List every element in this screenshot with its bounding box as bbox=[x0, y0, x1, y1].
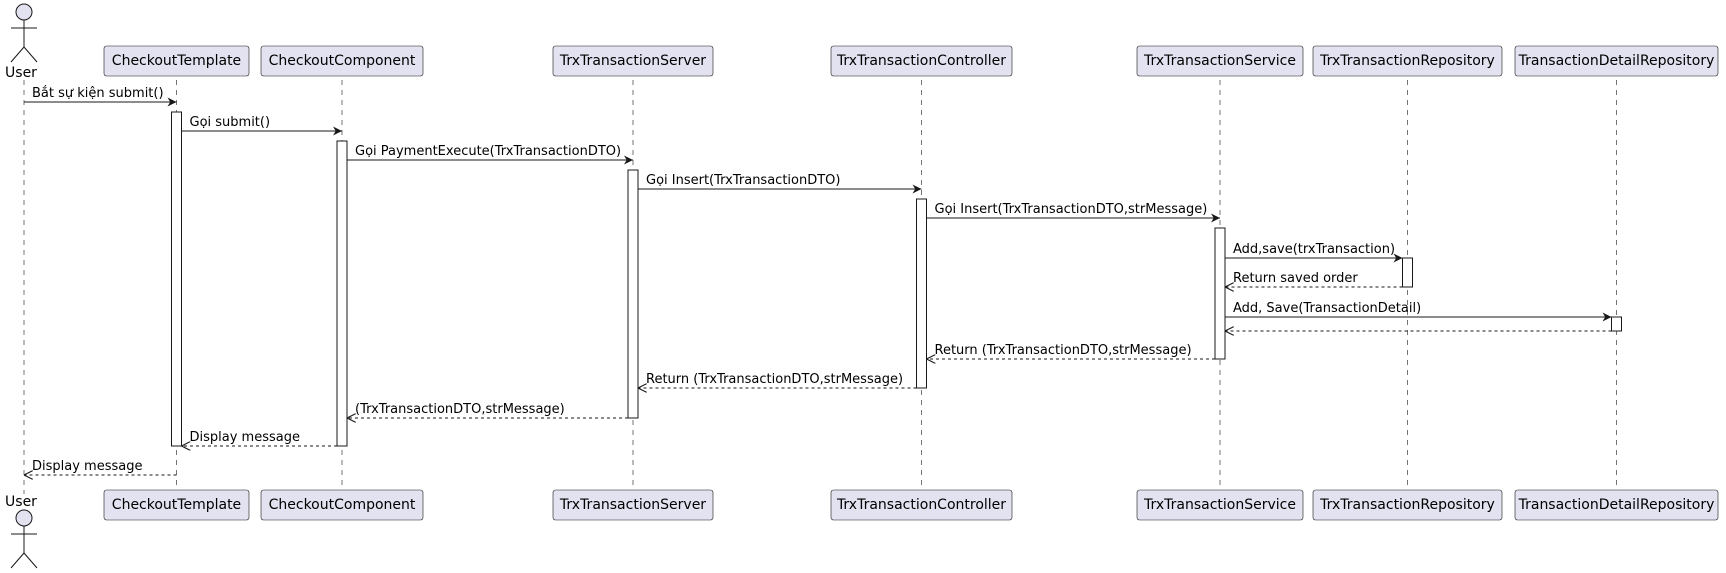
participant-trx-transaction-server-top: TrxTransactionServer bbox=[552, 45, 714, 77]
message-4-label: Gọi Insert(TrxTransactionDTO) bbox=[646, 173, 840, 188]
message-7-label: Return saved order bbox=[1233, 271, 1358, 286]
participant-box bbox=[1136, 45, 1304, 77]
participant-trx-transaction-service-bottom: TrxTransactionService bbox=[1136, 489, 1304, 521]
participant-name: TrxTransactionService bbox=[1143, 53, 1296, 69]
participant-name: CheckoutComponent bbox=[269, 53, 416, 69]
participant-box bbox=[260, 489, 424, 521]
transaction-detail-repository-activation-bar bbox=[1611, 316, 1622, 332]
participant-box bbox=[1514, 45, 1719, 77]
participant-checkout-template-top: CheckoutTemplate bbox=[103, 45, 250, 77]
participant-trx-transaction-controller-bottom: TrxTransactionController bbox=[830, 489, 1013, 521]
participant-name: TransactionDetailRepository bbox=[1518, 53, 1715, 69]
message-8-label: Add, Save(TransactionDetail) bbox=[1233, 301, 1421, 316]
participant-box bbox=[830, 489, 1013, 521]
participant-name: TrxTransactionRepository bbox=[1319, 53, 1495, 69]
participant-name: CheckoutTemplate bbox=[112, 53, 241, 69]
user-actor-top-label: User bbox=[5, 65, 37, 81]
message-3-label: Gọi PaymentExecute(TrxTransactionDTO) bbox=[355, 144, 621, 159]
user-actor-top-icon bbox=[10, 3, 38, 63]
message-6-label: Add,save(trxTransaction) bbox=[1233, 242, 1395, 257]
participant-trx-transaction-repository-top: TrxTransactionRepository bbox=[1312, 45, 1503, 77]
message-2-label: Gọi submit() bbox=[190, 115, 271, 130]
participant-name: TrxTransactionRepository bbox=[1319, 497, 1495, 513]
trx-transaction-repository-activation-bar bbox=[1402, 257, 1413, 288]
checkout-template-activation-bar bbox=[171, 111, 182, 447]
participant-trx-transaction-server-bottom: TrxTransactionServer bbox=[552, 489, 714, 521]
trx-transaction-server-activation-bar bbox=[627, 169, 639, 419]
participant-name: TrxTransactionService bbox=[1143, 497, 1296, 513]
message-12-label: (TrxTransactionDTO,strMessage) bbox=[355, 402, 565, 417]
participant-name: TrxTransactionController bbox=[836, 53, 1006, 69]
participant-box bbox=[260, 45, 424, 77]
participant-transaction-detail-repository-bottom: TransactionDetailRepository bbox=[1514, 489, 1719, 521]
message-11-label: Return (TrxTransactionDTO,strMessage) bbox=[646, 372, 903, 387]
participant-box bbox=[103, 45, 250, 77]
participant-transaction-detail-repository-top: TransactionDetailRepository bbox=[1514, 45, 1719, 77]
participant-trx-transaction-controller-top: TrxTransactionController bbox=[830, 45, 1013, 77]
participant-box bbox=[1514, 489, 1719, 521]
message-14-label: Display message bbox=[32, 459, 142, 474]
participant-name: TrxTransactionServer bbox=[559, 497, 706, 513]
participant-box bbox=[552, 489, 714, 521]
participant-trx-transaction-repository-bottom: TrxTransactionRepository bbox=[1312, 489, 1503, 521]
participant-trx-transaction-service-top: TrxTransactionService bbox=[1136, 45, 1304, 77]
message-5-label: Gọi Insert(TrxTransactionDTO,strMessage) bbox=[935, 202, 1208, 217]
participant-name: CheckoutTemplate bbox=[112, 497, 241, 513]
participant-box bbox=[830, 45, 1013, 77]
participant-checkout-component-bottom: CheckoutComponent bbox=[260, 489, 424, 521]
participant-name: TrxTransactionServer bbox=[559, 53, 706, 69]
participant-box bbox=[1312, 489, 1503, 521]
trx-transaction-service-activation-bar bbox=[1214, 227, 1226, 360]
user-actor-bottom-label: User bbox=[5, 494, 37, 510]
message-1-label: Bắt sự kiện submit() bbox=[32, 86, 164, 101]
checkout-component-activation-bar bbox=[336, 140, 348, 447]
user-actor-bottom-icon bbox=[10, 509, 38, 569]
participant-box bbox=[1312, 45, 1503, 77]
participant-checkout-template-bottom: CheckoutTemplate bbox=[103, 489, 250, 521]
participant-name: TransactionDetailRepository bbox=[1518, 497, 1715, 513]
participant-name: CheckoutComponent bbox=[269, 497, 416, 513]
participant-box bbox=[1136, 489, 1304, 521]
message-13-label: Display message bbox=[190, 430, 300, 445]
trx-transaction-controller-activation-bar bbox=[916, 198, 927, 389]
participant-box bbox=[103, 489, 250, 521]
participant-name: TrxTransactionController bbox=[836, 497, 1006, 513]
message-10-label: Return (TrxTransactionDTO,strMessage) bbox=[935, 343, 1192, 358]
participant-box bbox=[552, 45, 714, 77]
participant-checkout-component-top: CheckoutComponent bbox=[260, 45, 424, 77]
